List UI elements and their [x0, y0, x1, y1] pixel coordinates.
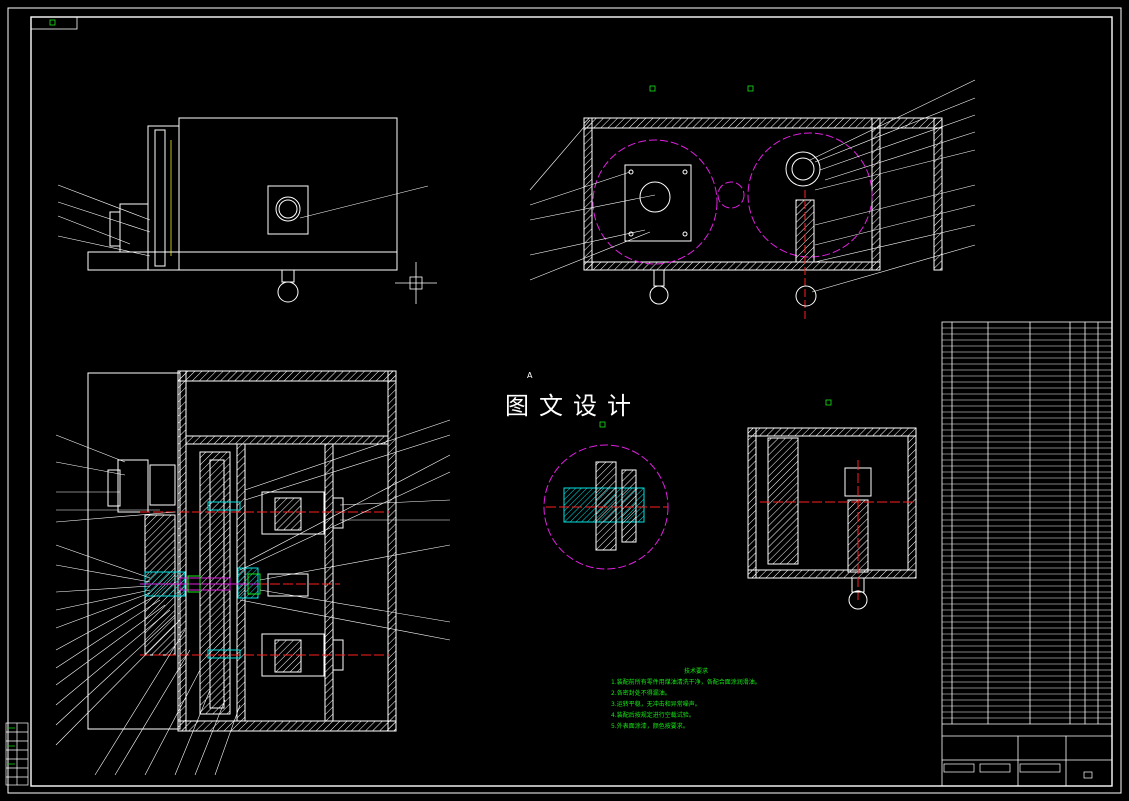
- technical-note-line: 5.外表面涂漆，颜色按要求。: [611, 723, 689, 730]
- top-view: [529, 79, 976, 320]
- technical-notes: 技术要求 1.装配前所有零件用煤油清洗干净，各配合面涂润滑油。 2.各密封处不得…: [611, 666, 801, 732]
- technical-notes-title: 技术要求: [683, 668, 708, 675]
- technical-note-line: 4.装配后按规定进行空载试验。: [611, 712, 695, 719]
- side-stamp: [5, 722, 29, 786]
- parts-list-rows: [942, 327, 1112, 719]
- parts-list-table: [941, 321, 1113, 787]
- main-section-view: [55, 370, 451, 776]
- technical-note-line: 2.各密封处不得漏油。: [611, 690, 671, 697]
- watermark-text: 图文设计: [505, 392, 641, 420]
- technical-note-line: 1.装配前所有零件用煤油清洗干净，各配合面涂润滑油。: [611, 679, 761, 686]
- worm-section-view: [747, 399, 917, 610]
- technical-note-line: 3.运转平稳，无冲击和异常噪声。: [611, 701, 701, 708]
- title-block: [943, 763, 1093, 779]
- side-view: [57, 117, 437, 304]
- detail-view: [543, 421, 669, 570]
- section-mark: A: [527, 371, 533, 380]
